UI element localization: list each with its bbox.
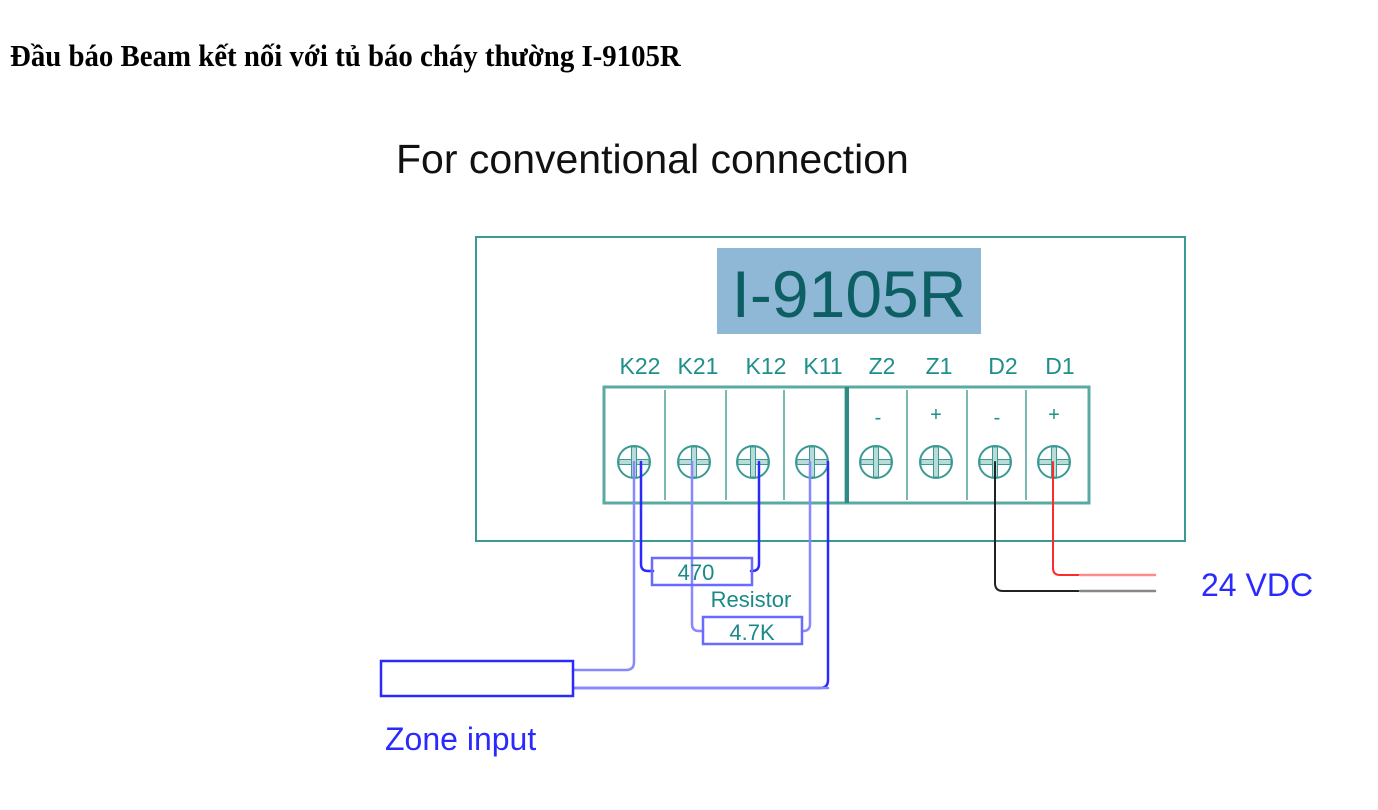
resistor-4k7 bbox=[701, 615, 804, 646]
model-label: I-9105R bbox=[732, 257, 967, 331]
terminal-label-z1: Z1 bbox=[926, 353, 953, 379]
terminal-block bbox=[602, 385, 1091, 505]
polarity-sign-z1: + bbox=[930, 404, 942, 426]
terminal-label-k22: K22 bbox=[620, 353, 661, 379]
terminal-label-k12: K12 bbox=[746, 353, 787, 379]
wires bbox=[571, 460, 1157, 690]
polarity-sign-d2: - bbox=[994, 407, 1001, 429]
screw-icon-k11 bbox=[795, 445, 829, 479]
wire-k22-resistor-470 bbox=[639, 460, 655, 573]
terminal-label-k21: K21 bbox=[678, 353, 719, 379]
terminal-labels: K22 K21 K12 K11 Z2 Z1 D2 D1 bbox=[620, 353, 1075, 379]
terminal-label-z2: Z2 bbox=[869, 353, 896, 379]
wire-d2-negative bbox=[994, 461, 1156, 592]
screw-icon-k12 bbox=[736, 445, 770, 479]
screw-icon-z2 bbox=[859, 445, 893, 479]
page-heading: Đầu báo Beam kết nối với tủ báo cháy thư… bbox=[10, 38, 681, 73]
wire-k22-zone bbox=[571, 460, 636, 672]
terminal-label-d1: D1 bbox=[1045, 353, 1074, 379]
zone-input-label: Zone input bbox=[385, 721, 536, 757]
polarity-sign-d1: + bbox=[1048, 404, 1060, 426]
model-label-highlight bbox=[717, 248, 981, 334]
diagram-subtitle: For conventional connection bbox=[396, 136, 909, 182]
panel-enclosure bbox=[475, 236, 1186, 542]
screw-icon-z1 bbox=[919, 445, 953, 479]
zone-input-box bbox=[379, 659, 575, 698]
wire-k21-resistor-4k7 bbox=[690, 460, 705, 633]
wire-d1-positive bbox=[1052, 461, 1156, 576]
screw-icon-k21 bbox=[677, 445, 711, 479]
power-label: 24 VDC bbox=[1201, 567, 1313, 603]
resistor-4k7-value: 4.7K bbox=[729, 620, 775, 645]
resistor-caption: Resistor bbox=[711, 587, 792, 612]
polarity-sign-z2: - bbox=[875, 407, 882, 429]
resistor-470 bbox=[650, 556, 754, 587]
terminal-label-k11: K11 bbox=[803, 353, 842, 379]
resistor-470-value: 470 bbox=[678, 560, 715, 585]
terminal-label-d2: D2 bbox=[988, 353, 1017, 379]
